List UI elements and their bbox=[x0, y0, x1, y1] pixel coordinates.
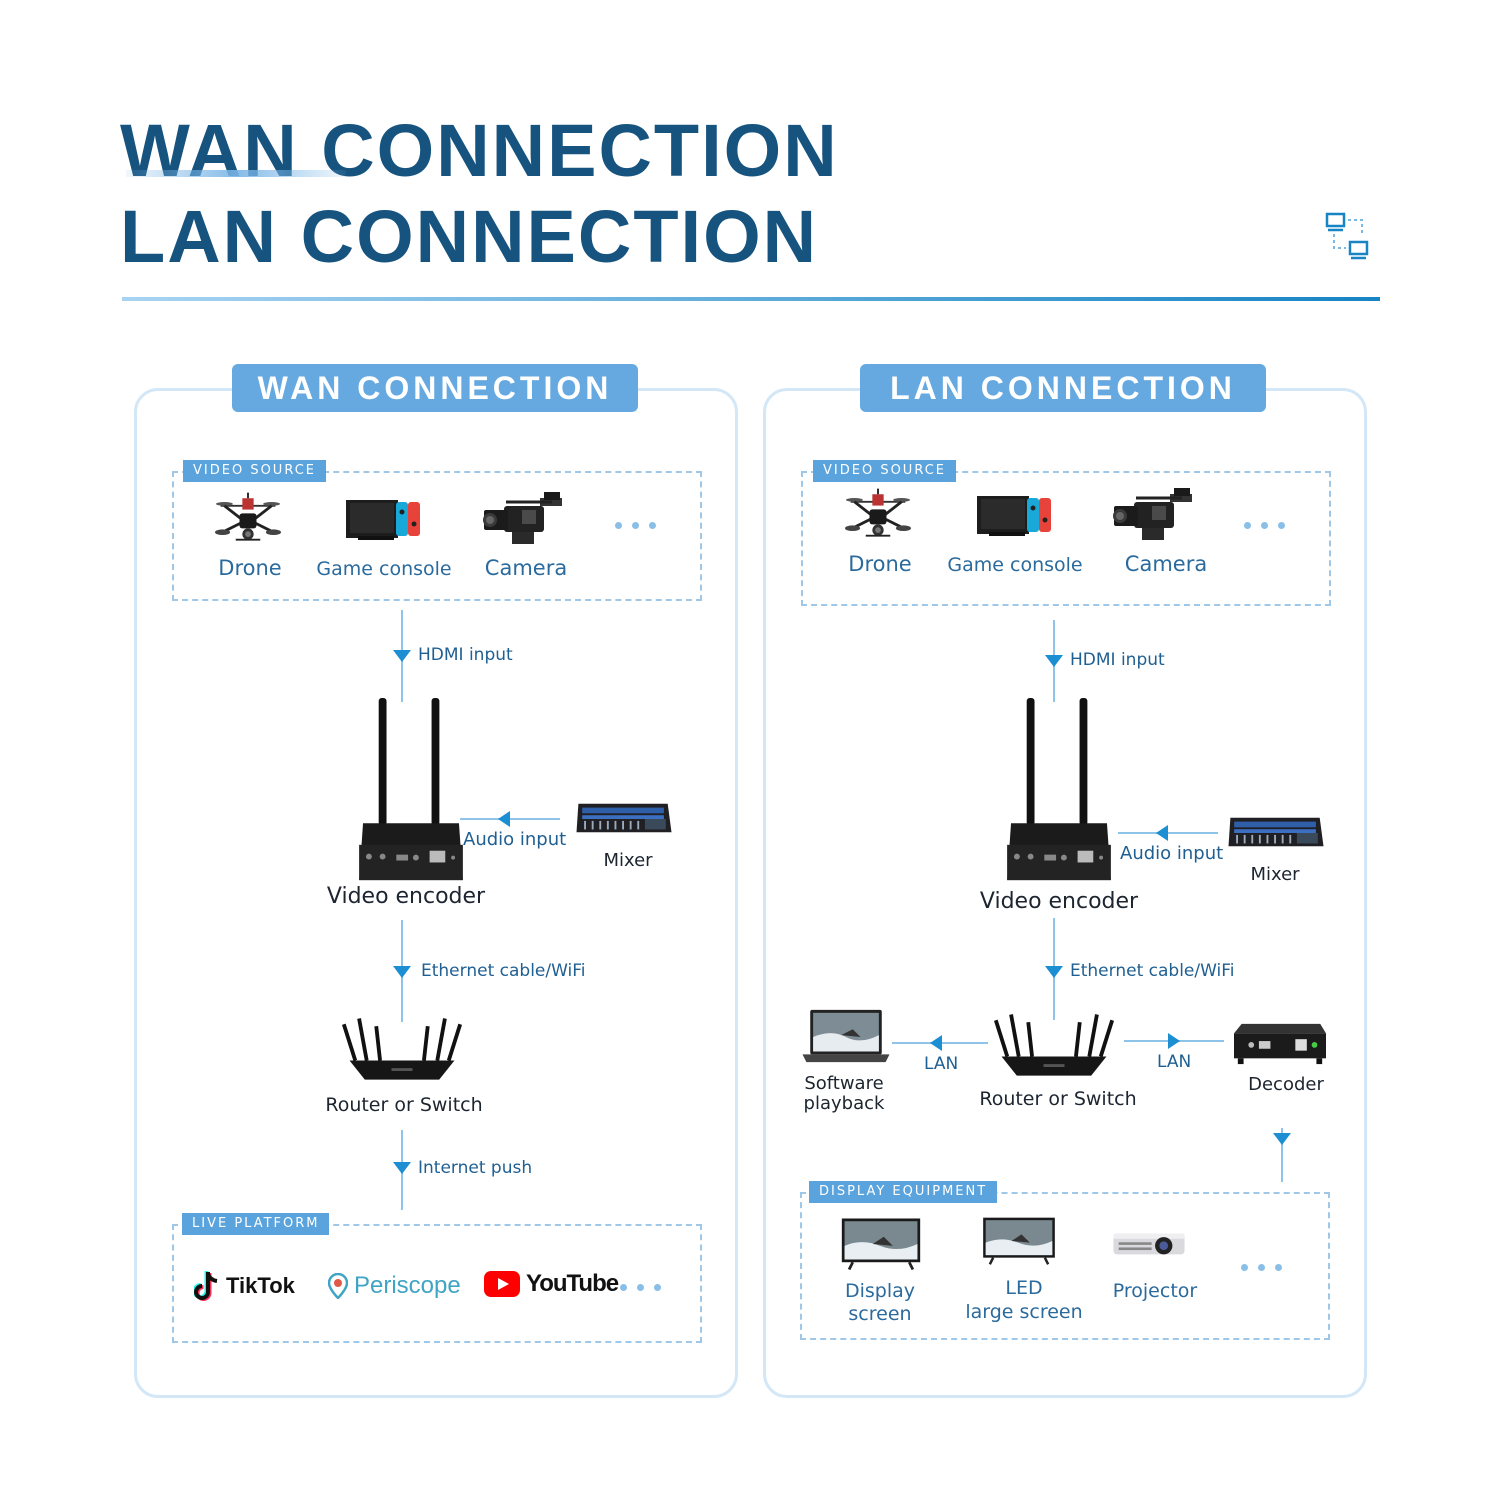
lan-right-arrow bbox=[1168, 1033, 1180, 1049]
lan-left-arrow bbox=[930, 1035, 942, 1051]
youtube-icon bbox=[484, 1271, 520, 1297]
lan-left-label: LAN bbox=[924, 1054, 959, 1074]
wan-video-source-box bbox=[172, 471, 702, 601]
game-console-icon bbox=[344, 498, 424, 542]
lan-hdmi-label: HDMI input bbox=[1070, 650, 1165, 670]
periscope-icon bbox=[328, 1273, 348, 1299]
tv-icon bbox=[840, 1216, 922, 1272]
youtube-logo: YouTube bbox=[484, 1270, 619, 1298]
wan-source-camera-label: Camera bbox=[484, 556, 568, 580]
lan-router-label: Router or Switch bbox=[979, 1088, 1137, 1110]
wan-live-platform-tag: LIVE PLATFORM bbox=[182, 1213, 330, 1235]
lan-right-label: LAN bbox=[1157, 1052, 1192, 1072]
laptop-icon bbox=[802, 1008, 890, 1066]
decoder-label: Decoder bbox=[1248, 1074, 1324, 1095]
video-encoder-icon bbox=[1004, 698, 1114, 884]
wan-internet-arrow bbox=[393, 1162, 411, 1174]
drone-icon bbox=[845, 488, 911, 542]
wan-panel-title: WAN CONNECTION bbox=[232, 364, 638, 412]
lan-audio-line bbox=[1118, 832, 1218, 834]
youtube-wordmark: YouTube bbox=[526, 1270, 619, 1297]
tiktok-wordmark: TikTok bbox=[226, 1273, 295, 1298]
software-playback-label-2: playback bbox=[803, 1093, 885, 1114]
wan-router-label: Router or Switch bbox=[325, 1094, 483, 1116]
decoder-down-arrow bbox=[1273, 1133, 1291, 1145]
wan-ethernet-label: Ethernet cable/WiFi bbox=[421, 961, 586, 981]
router-icon bbox=[340, 1016, 464, 1084]
lan-panel-title: LAN CONNECTION bbox=[860, 364, 1266, 412]
drone-icon bbox=[215, 492, 281, 546]
wan-video-source-tag: VIDEO SOURCE bbox=[183, 460, 326, 482]
lan-mixer-label: Mixer bbox=[1250, 864, 1300, 885]
network-computers-icon bbox=[1325, 212, 1369, 260]
wan-source-more-dots bbox=[615, 522, 656, 529]
wan-audio-line bbox=[460, 818, 560, 820]
lan-video-source-box bbox=[801, 471, 1331, 606]
display-more-dots bbox=[1241, 1264, 1282, 1271]
headline-lan: LAN CONNECTION bbox=[120, 195, 819, 278]
wan-hdmi-arrow bbox=[393, 650, 411, 662]
wan-audio-label: Audio input bbox=[463, 829, 567, 850]
lan-video-source-tag: VIDEO SOURCE bbox=[813, 460, 956, 482]
wan-encoder-label: Video encoder bbox=[326, 884, 486, 909]
lan-ethernet-arrow bbox=[1045, 966, 1063, 978]
video-encoder-icon bbox=[356, 698, 466, 884]
camera-icon bbox=[1112, 488, 1196, 544]
tiktok-icon bbox=[194, 1271, 218, 1301]
wan-mixer-label: Mixer bbox=[603, 850, 653, 871]
display-equipment-tag: DISPLAY EQUIPMENT bbox=[809, 1181, 998, 1203]
wan-platform-more-dots bbox=[620, 1284, 661, 1291]
lan-encoder-label: Video encoder bbox=[979, 889, 1139, 914]
wan-source-drone-label: Drone bbox=[218, 556, 282, 580]
header-rule bbox=[122, 297, 1380, 301]
lan-source-drone-label: Drone bbox=[848, 552, 912, 576]
decoder-icon bbox=[1232, 1020, 1328, 1066]
lan-audio-label: Audio input bbox=[1120, 843, 1224, 864]
periscope-wordmark: Periscope bbox=[354, 1272, 461, 1299]
led-screen-label-2: large screen bbox=[965, 1301, 1083, 1323]
wan-ethernet-arrow bbox=[393, 966, 411, 978]
lan-audio-arrow bbox=[1156, 825, 1168, 841]
lan-source-camera-label: Camera bbox=[1124, 552, 1208, 576]
mixer-icon bbox=[576, 800, 672, 838]
software-playback-label-1: Software bbox=[804, 1073, 884, 1094]
router-icon bbox=[992, 1012, 1116, 1080]
display-screen-label-2: screen bbox=[848, 1303, 912, 1325]
mixer-icon bbox=[1228, 814, 1324, 852]
projector-label: Projector bbox=[1112, 1280, 1198, 1302]
lan-source-more-dots bbox=[1244, 522, 1285, 529]
lan-hdmi-arrow bbox=[1045, 655, 1063, 667]
wan-source-console-label: Game console bbox=[316, 558, 452, 580]
wan-internet-label: Internet push bbox=[418, 1158, 533, 1178]
wan-hdmi-label: HDMI input bbox=[418, 645, 513, 665]
decoder-down-line bbox=[1281, 1128, 1283, 1182]
game-console-icon bbox=[975, 494, 1055, 538]
wan-audio-arrow bbox=[498, 811, 510, 827]
lan-ethernet-label: Ethernet cable/WiFi bbox=[1070, 961, 1235, 981]
camera-icon bbox=[482, 492, 566, 548]
display-screen-label-1: Display bbox=[844, 1280, 916, 1302]
headline-accent bbox=[126, 170, 346, 177]
led-screen-label-1: LED bbox=[1005, 1277, 1043, 1299]
display-equipment-box bbox=[800, 1192, 1330, 1340]
wan-live-platform-box bbox=[172, 1224, 702, 1343]
led-screen-icon bbox=[980, 1216, 1058, 1266]
periscope-logo: Periscope bbox=[328, 1272, 461, 1300]
projector-icon bbox=[1110, 1228, 1188, 1260]
lan-source-console-label: Game console bbox=[947, 554, 1083, 576]
tiktok-logo: TikTok bbox=[194, 1270, 295, 1302]
